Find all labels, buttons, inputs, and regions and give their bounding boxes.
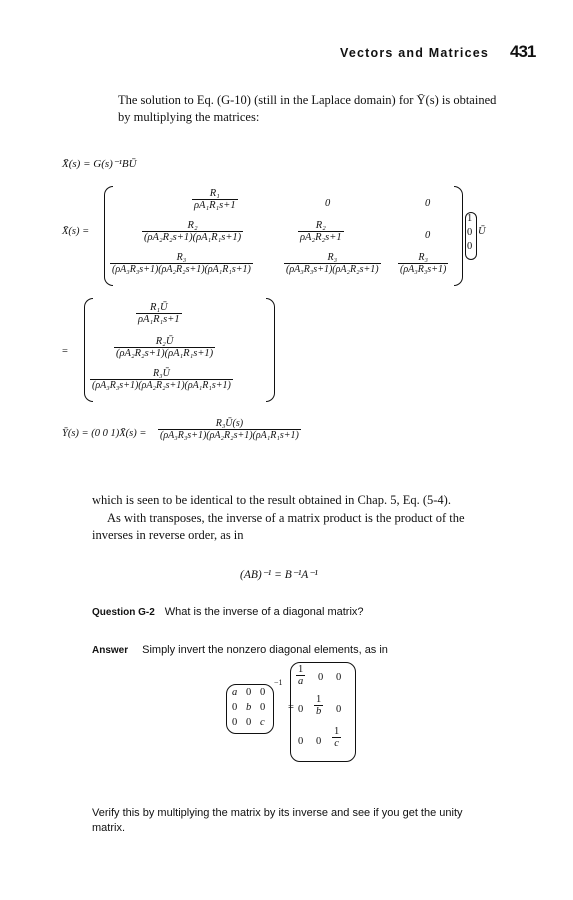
i21: 0 xyxy=(298,704,304,715)
page-number: 431 xyxy=(510,42,536,61)
i23: 0 xyxy=(336,704,342,715)
question-g2: Question G-2 What is the inverse of a di… xyxy=(92,602,364,620)
v-2: 0 xyxy=(467,227,473,238)
m-r3c3: R₃(ρA₃R₃s+1) xyxy=(398,252,449,275)
v-1: 1 xyxy=(467,213,473,224)
d33: c xyxy=(260,717,265,728)
d32: 0 xyxy=(246,717,252,728)
vector-bracket xyxy=(465,212,477,260)
d23: 0 xyxy=(260,702,266,713)
equation-diagonal-inverse: a 0 0 0 b 0 0 0 c −1 = xyxy=(220,662,360,762)
inverse-bracket xyxy=(290,662,356,762)
d13: 0 xyxy=(260,687,266,698)
equation-output: Ȳ(s) = (0 0 1)X̄(s) = R₃Ū(s)(ρA₃R₃s+1)(ρ… xyxy=(62,418,362,452)
diag-bracket xyxy=(226,684,274,734)
v-3: 0 xyxy=(467,241,473,252)
d12: 0 xyxy=(246,687,252,698)
m-r1c3: 0 xyxy=(425,198,431,209)
eq2-lhs: X̄(s) = xyxy=(62,226,90,237)
answer-g2: Answer Simply invert the nonzero diagona… xyxy=(92,640,388,658)
i32: 0 xyxy=(316,736,322,747)
d21: 0 xyxy=(232,702,238,713)
c-r3: R₃Ū(ρA₃R₃s+1)(ρA₂R₂s+1)(ρA₁R₁s+1) xyxy=(90,368,233,391)
matrix-right-bracket xyxy=(454,186,463,286)
d11: a xyxy=(232,687,238,698)
answer-label: Answer xyxy=(92,645,129,656)
i31: 0 xyxy=(298,736,304,747)
paragraph-identical: which is seen to be identical to the res… xyxy=(92,493,451,507)
answer-text: Simply invert the nonzero diagonal eleme… xyxy=(142,644,388,656)
equation-inverse-product: (AB)⁻¹ = B⁻¹A⁻¹ xyxy=(240,569,318,581)
equation-state-solution: X̄(s) = G(s)⁻¹BŪ xyxy=(62,158,137,170)
paragraph-inverse-product: As with transposes, the inverse of a mat… xyxy=(92,511,465,542)
closing-paragraph: Verify this by multiplying the matrix by… xyxy=(92,807,463,834)
running-title: Vectors and Matrices xyxy=(340,46,490,60)
m-r1c2: 0 xyxy=(325,198,331,209)
i13: 0 xyxy=(336,672,342,683)
question-text: What is the inverse of a diagonal matrix… xyxy=(164,606,364,618)
m-r2c3: 0 xyxy=(425,230,431,241)
m-r3c1: R₃(ρA₃R₃s+1)(ρA₂R₂s+1)(ρA₁R₁s+1) xyxy=(110,252,253,275)
diag-exponent: −1 xyxy=(274,678,283,687)
eq4-lhs: Ȳ(s) = (0 0 1)X̄(s) = xyxy=(62,428,147,439)
eq2-rhs: Ū xyxy=(478,226,486,237)
d22: b xyxy=(246,702,252,713)
question-label: Question G-2 xyxy=(92,607,155,618)
column-right-bracket xyxy=(266,298,275,402)
eq4-fraction: R₃Ū(s)(ρA₃R₃s+1)(ρA₂R₂s+1)(ρA₁R₁s+1) xyxy=(158,418,301,441)
c-r2: R₂Ū(ρA₂R₂s+1)(ρA₁R₁s+1) xyxy=(114,336,216,359)
m-r3c2: R₃(ρA₃R₃s+1)(ρA₂R₂s+1) xyxy=(284,252,381,275)
m-r2c1: R₂(ρA₂R₂s+1)(ρA₁R₁s+1) xyxy=(142,220,244,243)
intro-paragraph: The solution to Eq. (G-10) (still in the… xyxy=(118,93,497,124)
d31: 0 xyxy=(232,717,238,728)
eq3-lhs: = xyxy=(62,346,68,357)
i12: 0 xyxy=(318,672,324,683)
